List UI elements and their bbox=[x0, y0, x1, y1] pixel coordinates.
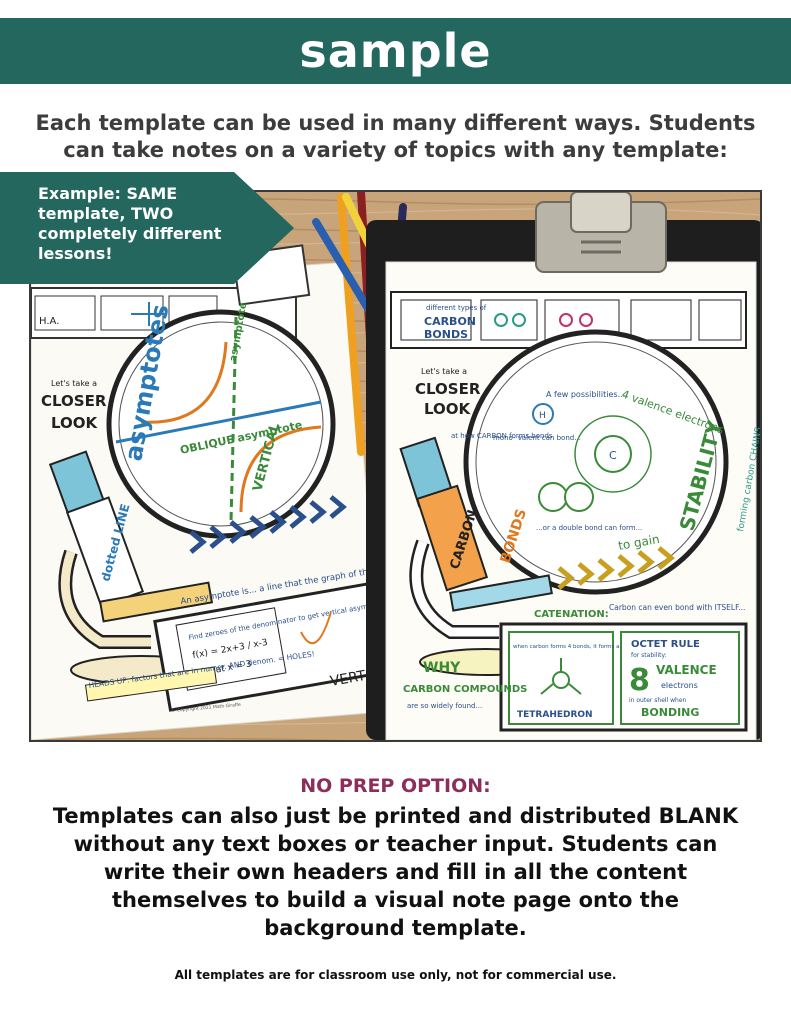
right-arrow-chevrons bbox=[557, 546, 675, 590]
left-note-sheet: OBLIQUE asymptote VERTICAL asymptote H.A… bbox=[31, 244, 586, 740]
catenation-label: CATENATION: bbox=[534, 609, 609, 620]
why-label: WHY bbox=[423, 660, 461, 676]
octet-electrons: electrons bbox=[661, 681, 698, 690]
title-banner: sample bbox=[0, 18, 791, 84]
ha-label: H.A. bbox=[39, 316, 59, 327]
monovalent-text: mono- valent can bond... bbox=[493, 434, 581, 442]
left-look: LOOK bbox=[51, 414, 99, 432]
octet-stability: for stability: bbox=[631, 652, 667, 659]
carbon-atom-label: C bbox=[609, 449, 617, 462]
clipboard-clip bbox=[535, 192, 667, 273]
callout-arrow-shape bbox=[0, 172, 294, 284]
octet-bonding: BONDING bbox=[641, 706, 699, 719]
right-lets-take: Let's take a bbox=[421, 367, 467, 376]
vert-fragment: VERT bbox=[329, 668, 367, 690]
left-arrow-chevrons bbox=[189, 495, 347, 554]
callout-box bbox=[0, 172, 294, 284]
footer-note: All templates are for classroom use only… bbox=[174, 968, 617, 982]
types-bonds: BONDS bbox=[424, 328, 468, 341]
types-label: different types of bbox=[426, 304, 487, 312]
tetrahedron-label: TETRAHEDRON bbox=[517, 710, 593, 720]
right-look: LOOK bbox=[424, 400, 472, 418]
tetra-intro: when carbon forms 4 bonds, it forms a bbox=[513, 644, 619, 650]
octet-eight: 8 bbox=[629, 663, 650, 698]
octet-outer-shell: in outer shell when bbox=[629, 697, 687, 704]
types-carbon: CARBON bbox=[424, 315, 476, 328]
right-note-sheet: different types of CARBON BONDS C H A fe… bbox=[390, 291, 760, 732]
no-prep-body: Templates can also just be printed and d… bbox=[52, 804, 739, 940]
left-closer: CLOSER bbox=[41, 392, 107, 410]
intro-text: Each template can be used in many differ… bbox=[35, 111, 756, 162]
hydrogen-label: H bbox=[539, 411, 546, 421]
widely-found-text: are so widely found... bbox=[407, 702, 482, 710]
possibilities-text: A few possibilities... bbox=[546, 390, 625, 399]
left-microscope-drawing bbox=[48, 450, 214, 685]
double-bond-text: ...or a double bond can form... bbox=[536, 524, 642, 532]
octet-rule-label: OCTET RULE bbox=[631, 639, 700, 650]
octet-valence: VALENCE bbox=[656, 663, 717, 677]
page-title: sample bbox=[299, 24, 492, 78]
itself-text: Carbon can even bond with ITSELF... bbox=[609, 603, 745, 612]
carbon-compounds-label: CARBON COMPOUNDS bbox=[403, 684, 527, 695]
at-how-text: at how CARBON forms bonds bbox=[451, 432, 553, 440]
right-closer: CLOSER bbox=[415, 380, 481, 398]
left-lets-take: Let's take a bbox=[51, 379, 97, 388]
no-prep-heading: NO PREP OPTION: bbox=[300, 775, 491, 797]
callout-text: Example: SAME template, TWO completely d… bbox=[38, 184, 222, 263]
